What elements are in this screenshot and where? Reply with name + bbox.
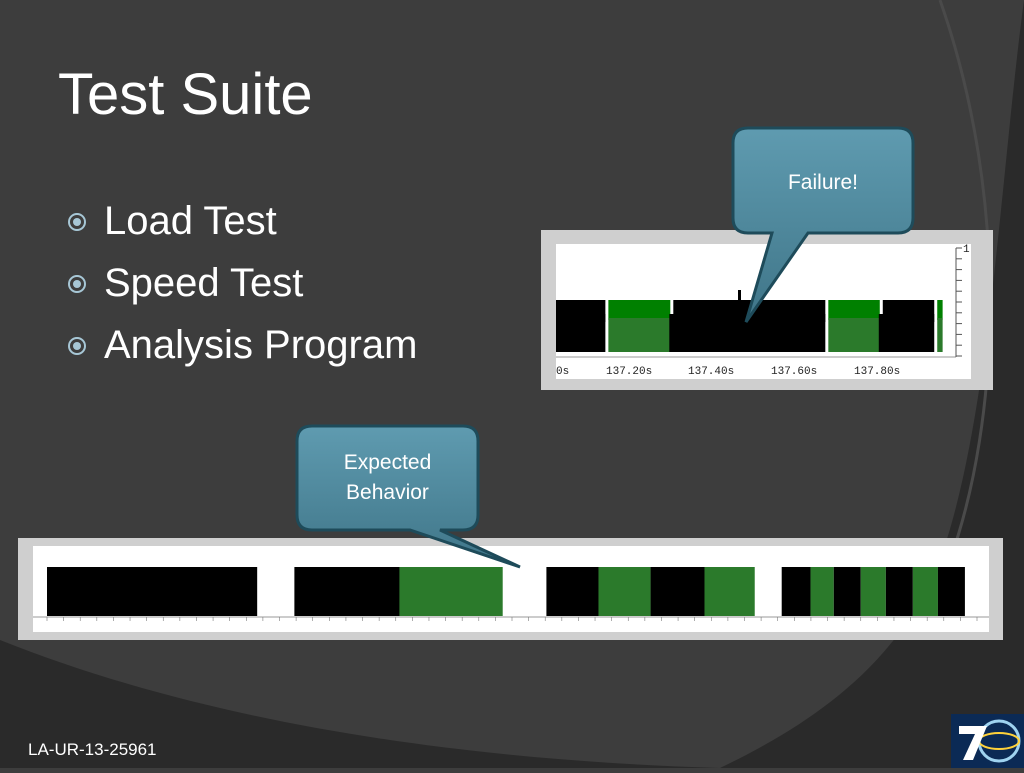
footer-doc-id: LA-UR-13-25961	[28, 740, 157, 759]
failure-chart-panel: 1 0s 137.20s 137.40s 137.60s 137.80s	[541, 230, 993, 390]
logo-icon	[951, 714, 1024, 768]
idle-segment	[608, 300, 671, 320]
circle-bullet-icon	[68, 337, 86, 355]
idle-segment	[937, 318, 943, 352]
idle-segment	[608, 318, 671, 352]
busy-segment	[556, 314, 606, 352]
idle-segment	[810, 567, 834, 616]
expected-callout-line: Expected	[343, 451, 432, 474]
busy-segment	[650, 567, 705, 616]
x-tick-label: 137.20s	[606, 366, 652, 378]
y-tick-label: 1	[963, 244, 970, 256]
busy-segment	[781, 567, 811, 616]
failure-callout-text: Failure!	[787, 171, 859, 194]
busy-segment	[878, 314, 935, 352]
busy-segment	[294, 567, 400, 616]
bullet-text: Load Test	[104, 198, 277, 243]
expected-callout-line: Behavior	[346, 481, 429, 504]
idle-segment	[828, 318, 880, 352]
x-tick-label: 0s	[556, 366, 569, 378]
busy-segment	[546, 567, 599, 616]
idle-segment	[937, 300, 943, 320]
bullet-list: Load Test Speed Test Analysis Program	[68, 190, 417, 376]
busy-segment	[833, 567, 861, 616]
circle-bullet-icon	[68, 213, 86, 231]
x-tick-label: 137.60s	[771, 366, 817, 378]
busy-segment	[669, 314, 826, 352]
bullet-text: Speed Test	[104, 260, 304, 305]
bullet-item: Analysis Program	[68, 314, 417, 376]
idle-segment	[399, 567, 503, 616]
idle-segment	[704, 567, 755, 616]
bullet-item: Speed Test	[68, 252, 417, 314]
failure-chart: 1 0s 137.20s 137.40s 137.60s 137.80s	[556, 244, 971, 379]
idle-segment	[860, 567, 886, 616]
busy-segment	[937, 567, 965, 616]
x-tick-label: 137.80s	[854, 366, 900, 378]
expected-chart-panel	[18, 538, 1003, 640]
expected-chart	[33, 546, 989, 632]
circle-bullet-icon	[68, 275, 86, 293]
idle-segment	[912, 567, 938, 616]
bullet-item: Load Test	[68, 190, 417, 252]
expected-callout-text: Expected Behavior	[297, 448, 478, 508]
idle-segment	[598, 567, 651, 616]
idle-segment	[828, 300, 880, 320]
busy-segment	[885, 567, 913, 616]
busy-segment	[47, 567, 258, 616]
x-tick-label: 137.40s	[688, 366, 734, 378]
slide-title: Test Suite	[58, 62, 313, 127]
bullet-text: Analysis Program	[104, 322, 418, 367]
